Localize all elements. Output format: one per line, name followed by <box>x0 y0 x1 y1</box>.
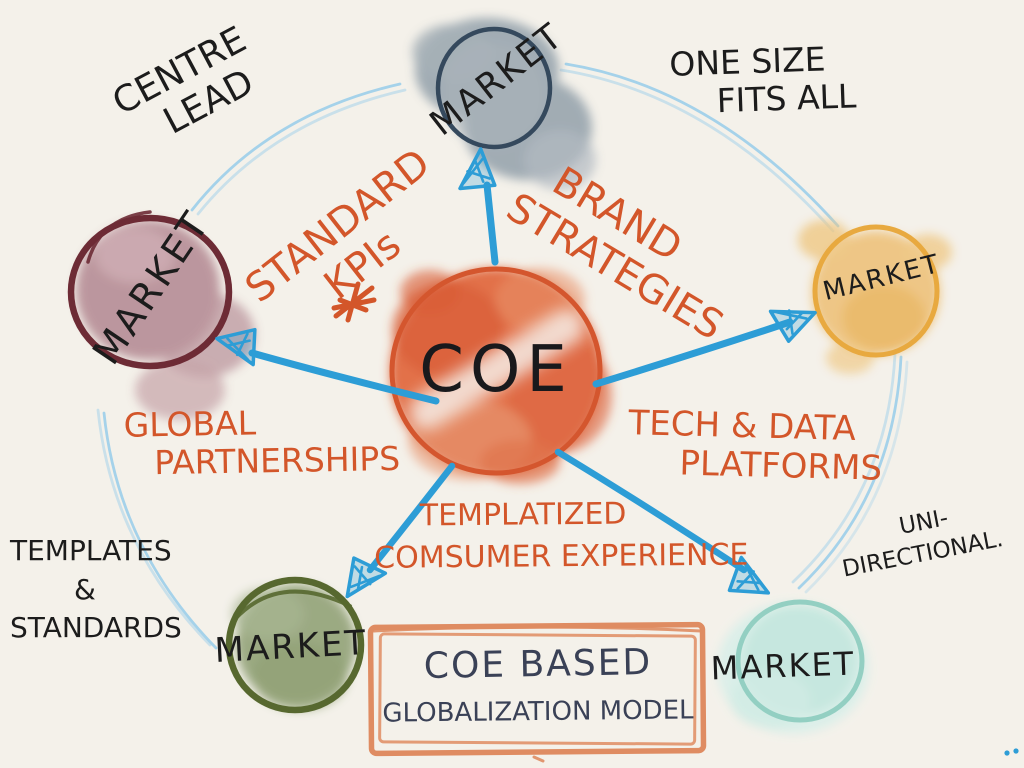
arrow-coe-to-market-bottom-right <box>554 448 771 595</box>
connector-arc-right <box>791 352 909 594</box>
spoke-label-text: PLATFORMS <box>679 443 883 489</box>
market-right-watercolor <box>798 220 952 374</box>
coe-highlight-streak <box>408 309 585 430</box>
arrow-coe-to-market-right <box>592 309 817 388</box>
annotation-text: FITS ALL <box>716 76 857 121</box>
annotation-templates-standards: TEMPLATES & STANDARDS <box>10 532 188 648</box>
annotation-text: TEMPLATES <box>10 534 172 567</box>
spoke-label-text: COMSUMER EXPERIENCE <box>374 537 749 576</box>
spoke-label-global-partnerships: GLOBAL PARTNERSHIPS <box>123 401 434 482</box>
market-top-outline <box>435 26 553 150</box>
footer-box-title-line2: GLOBALIZATION MODEL <box>382 695 694 729</box>
market-right-outline <box>812 224 940 358</box>
footer-box <box>367 621 707 763</box>
arrow-coe-to-market-left <box>215 327 440 405</box>
connector-arc-bottom-left <box>96 408 218 650</box>
arrow-coe-to-market-bottom-left <box>345 462 456 599</box>
market-left-outline <box>67 210 233 370</box>
market-teal-outline <box>735 599 865 723</box>
spoke-label-tech-data-platforms: TECH & DATA PLATFORMS <box>627 403 929 490</box>
spoke-label-templatized-consumer-experience: TEMPLATIZED COMSUMER EXPERIENCE <box>374 492 785 580</box>
spoke-label-text: PARTNERSHIPS <box>154 438 401 483</box>
market-green-watercolor <box>232 584 356 710</box>
arrow-coe-to-market-top <box>458 147 499 266</box>
spoke-label-text: TEMPLATIZED <box>419 496 627 534</box>
coe-hub-label: COE <box>419 333 573 407</box>
market-green-outline <box>225 576 365 714</box>
footer-box-title-line1: COE BASED <box>423 642 653 687</box>
kpis-scribble <box>331 281 377 323</box>
market-label-bottom-right: MARKET <box>710 644 856 688</box>
annotation-one-size-fits-all: ONE SIZE FITS ALL <box>669 38 892 122</box>
pen-dots <box>1004 748 1019 756</box>
market-teal-watercolor <box>717 602 869 734</box>
annotation-text: & <box>74 572 96 606</box>
market-left-watercolor <box>76 220 255 420</box>
connector-arc-top-right <box>559 62 840 233</box>
connector-arc-top-left <box>190 82 407 216</box>
spoke-label-text: TECH & DATA <box>628 403 857 450</box>
coe-circle-outline <box>389 266 603 476</box>
annotation-text: STANDARDS <box>10 611 182 645</box>
